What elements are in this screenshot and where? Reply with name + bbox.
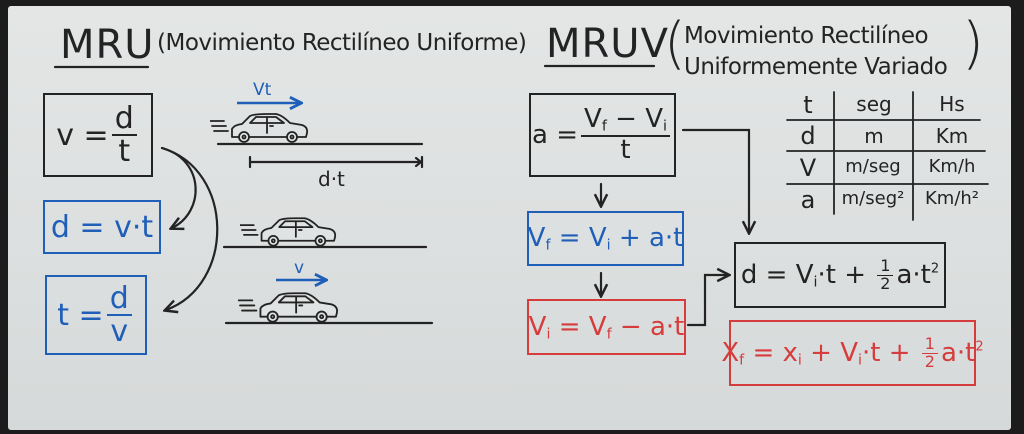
acceleration-formula-box: a = Vf − Vi t (529, 93, 676, 177)
term: − a·t (611, 311, 685, 342)
mru-title: MRU (60, 22, 155, 68)
table-cell-si: seg (856, 92, 892, 116)
arrow-to-distance-formula (160, 146, 197, 228)
subscript: f (739, 352, 745, 369)
exponent: 2 (975, 339, 984, 355)
symbol: V (588, 223, 607, 254)
distance-formula: d = v·t (50, 209, 154, 245)
arrow-vi-to-displacement (686, 275, 728, 327)
term: ·t + (862, 337, 919, 368)
term: ·t + (817, 259, 875, 290)
numerator: Vf − Vi (581, 104, 670, 137)
subscript: f (545, 237, 551, 254)
term: d = (740, 259, 796, 290)
subscript: f (606, 326, 612, 343)
exponent: 2 (930, 261, 940, 277)
time-fraction: d v (106, 282, 132, 349)
subscript: i (813, 274, 818, 291)
units-table-grid (786, 91, 989, 221)
table-cell-practical: Km (935, 124, 969, 148)
arrow-a-to-displacement (681, 128, 749, 232)
symbol: V (645, 104, 663, 135)
arrow-to-time-formula (160, 146, 219, 310)
table-cell-quantity: V (799, 154, 817, 182)
acceleration-fraction: Vf − Vi t (581, 104, 670, 165)
subscript: i (662, 118, 667, 135)
symbol: X (721, 337, 740, 368)
numerator: 1 (921, 335, 938, 354)
table-cell-quantity: d (800, 122, 816, 150)
numerator: d (111, 102, 137, 136)
symbol: V (584, 104, 602, 135)
velocity-time-label: Vt (253, 80, 272, 100)
velocity-formula-box: v = d t (43, 93, 153, 177)
acceleration-lhs: a = (532, 120, 579, 150)
term: + V (801, 337, 859, 368)
time-formula-lhs: t = (57, 297, 104, 333)
time-formula-box: t = d v (45, 275, 147, 355)
subtitle-paren-open: ( (664, 11, 686, 76)
subscript: i (606, 237, 611, 254)
distance-measure-arrowhead (414, 156, 423, 168)
operator: = (550, 223, 589, 254)
term: a·t (940, 337, 976, 368)
initial-velocity-formula: Vi = Vf − a·t (529, 312, 685, 343)
numerator: d (106, 282, 132, 316)
operator: − (606, 104, 646, 135)
denominator: t (620, 134, 631, 165)
table-cell-si: m/seg² (841, 188, 905, 209)
subtitle-paren-close: ) (962, 11, 984, 76)
table-cell-quantity: t (803, 91, 813, 119)
symbol: V (795, 259, 814, 290)
distance-label: d·t (318, 167, 345, 191)
symbol: V (528, 311, 547, 342)
initial-velocity-formula-box: Vi = Vf − a·t (527, 299, 686, 355)
symbol: V (527, 223, 546, 254)
table-cell-si: m (864, 124, 884, 148)
table-cell-quantity: a (800, 186, 816, 214)
denominator: t (118, 134, 131, 169)
term: a·t (896, 259, 931, 290)
final-velocity-formula-box: Vf = Vi + a·t (527, 211, 684, 266)
term: = x (744, 337, 798, 368)
final-velocity-formula: Vf = Vi + a·t (528, 223, 684, 254)
table-cell-practical: Km/h (928, 156, 976, 177)
car-icon (240, 217, 337, 247)
velocity-label: v (294, 258, 305, 278)
operator: = (550, 311, 589, 342)
velocity-formula-lhs: v = (56, 117, 109, 153)
table-cell-practical: Km/h² (924, 188, 980, 209)
mruv-title: MRUV (546, 21, 669, 67)
table-cell-practical: Hs (939, 92, 965, 116)
symbol: V (588, 311, 607, 342)
subscript: f (601, 118, 607, 135)
denominator: 2 (880, 273, 891, 293)
table-cell-si: m/seg (845, 156, 901, 177)
subscript: i (858, 352, 862, 369)
velocity-fraction: d t (111, 102, 137, 169)
subscript: i (546, 326, 551, 343)
subscript: i (797, 352, 802, 369)
mru-subtitle: (Movimiento Rectilíneo Uniforme) (157, 30, 527, 56)
distance-measure-line (248, 155, 424, 169)
denominator: v (110, 314, 129, 349)
numerator: 1 (877, 257, 894, 276)
car-icon (210, 113, 309, 143)
distance-formula-box: d = v·t (43, 200, 161, 254)
mruv-subtitle-line1: Movimiento Rectilíneo (684, 23, 929, 49)
term: + a·t (610, 223, 684, 254)
car-icon (238, 292, 339, 323)
mruv-subtitle-line2: Uniformemente Variado (684, 54, 948, 80)
denominator: 2 (924, 351, 935, 371)
